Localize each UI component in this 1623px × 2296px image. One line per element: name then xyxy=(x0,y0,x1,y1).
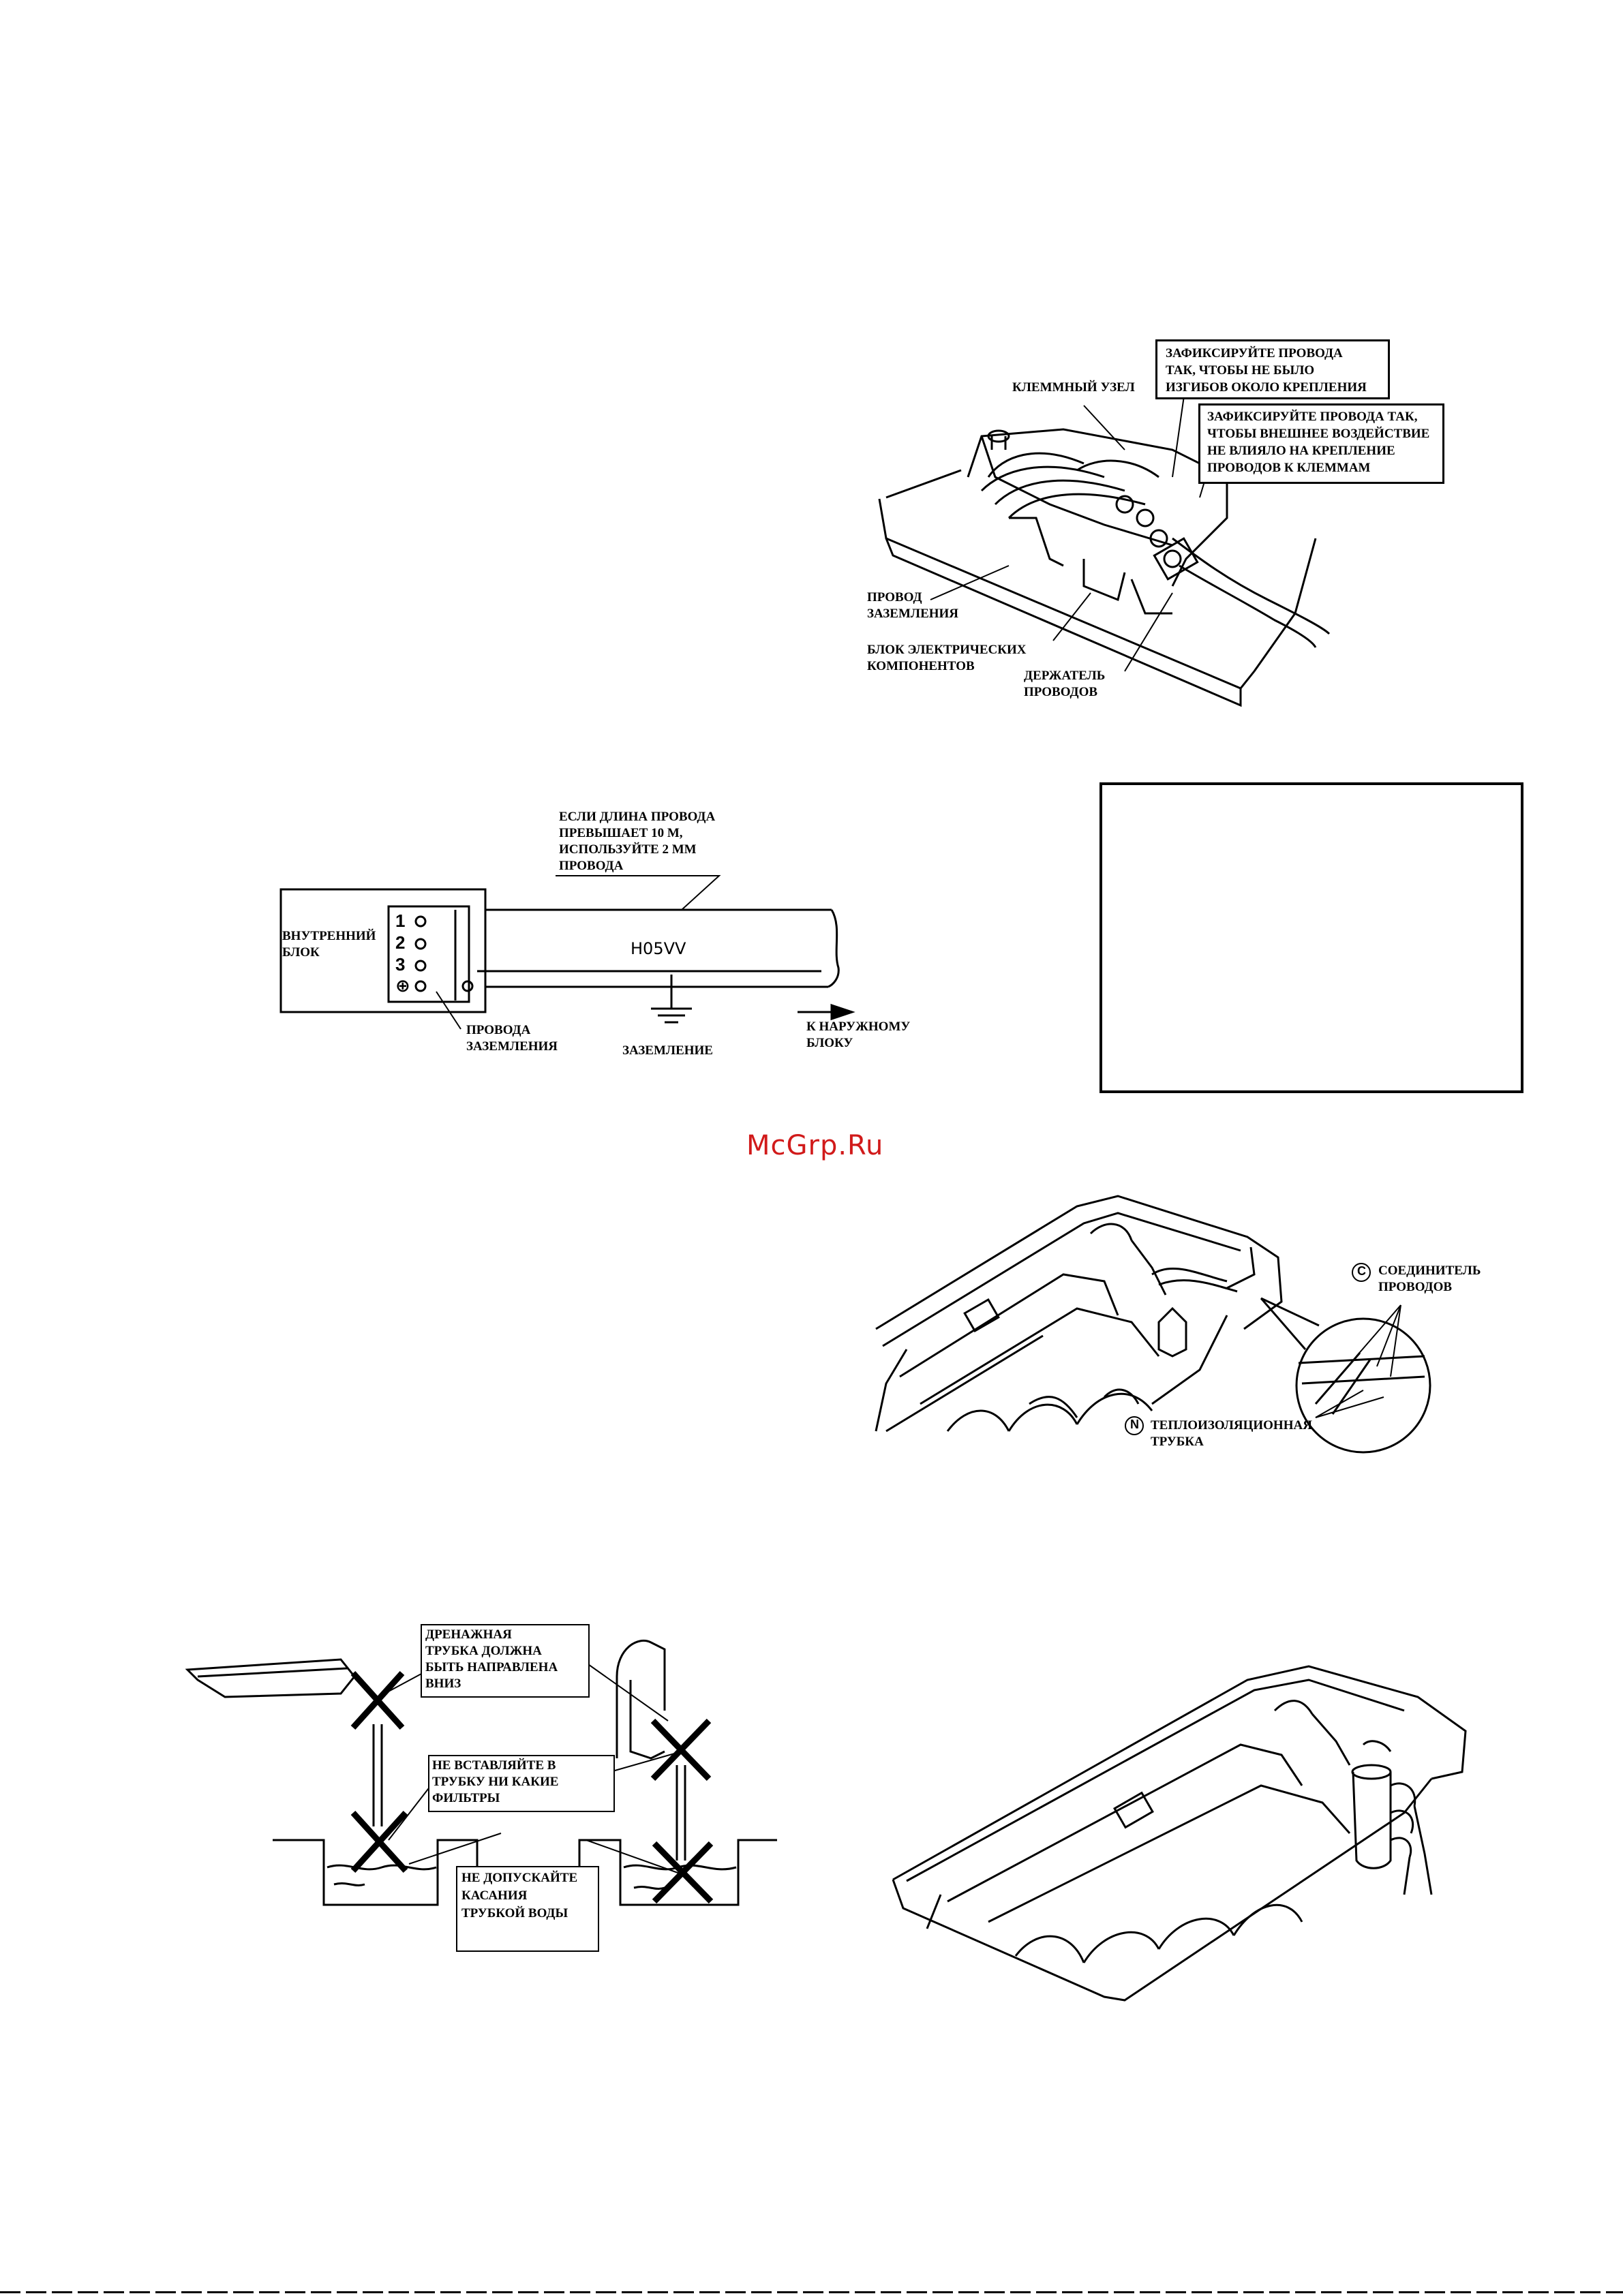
note-fix-bends: ЗАФИКСИРУЙТЕ ПРОВОДА ТАК, ЧТОБЫ НЕ БЫЛО … xyxy=(1166,346,1367,395)
label-electrical-block: БЛОК ЭЛЕКТРИЧЕСКИХ КОМПОНЕНТОВ xyxy=(867,643,1027,673)
note-box-no-water: НЕ ДОПУСКАЙТЕ КАСАНИЯ ТРУБКОЙ ВОДЫ xyxy=(456,1866,599,1952)
label-to-outdoor-unit: К НАРУЖНОМУ БЛОКУ xyxy=(806,1020,911,1050)
cable-type: H05VV xyxy=(631,939,686,958)
label-wire-connector: СОЕДИНИТЕЛЬ ПРОВОДОВ xyxy=(1378,1264,1481,1294)
label-ground-wires: ПРОВОДА ЗАЗЕМЛЕНИЯ xyxy=(466,1023,558,1054)
note-box-fix-bends: ЗАФИКСИРУЙТЕ ПРОВОДА ТАК, ЧТОБЫ НЕ БЫЛО … xyxy=(1155,339,1390,399)
note-box-drain-downward: ДРЕНАЖНАЯ ТРУБКА ДОЛЖНА БЫТЬ НАПРАВЛЕНА … xyxy=(421,1624,590,1698)
label-indoor-unit: ВНУТРЕННИЙ БЛОК xyxy=(282,929,376,960)
label-wire-holder: ДЕРЖАТЕЛЬ ПРОВОДОВ xyxy=(1024,669,1106,699)
note-drain-downward: ДРЕНАЖНАЯ ТРУБКА ДОЛЖНА БЫТЬ НАПРАВЛЕНА … xyxy=(425,1627,558,1691)
note-no-water: НЕ ДОПУСКАЙТЕ КАСАНИЯ ТРУБКОЙ ВОДЫ xyxy=(461,1871,578,1920)
label-ground-wire: ПРОВОД ЗАЗЕМЛЕНИЯ xyxy=(867,590,959,621)
marker-n: N xyxy=(1130,1418,1139,1431)
note-wire-length: ЕСЛИ ДЛИНА ПРОВОДА ПРЕВЫШАЕТ 10 М, ИСПОЛ… xyxy=(559,810,716,873)
page-bottom-rule xyxy=(0,2291,1623,2293)
terminal-2: 2 xyxy=(395,932,406,953)
note-box-fix-external: ЗАФИКСИРУЙТЕ ПРОВОДА ТАК, ЧТОБЫ ВНЕШНЕЕ … xyxy=(1198,403,1444,484)
note-fix-external: ЗАФИКСИРУЙТЕ ПРОВОДА ТАК, ЧТОБЫ ВНЕШНЕЕ … xyxy=(1207,410,1430,475)
note-no-filters: НЕ ВСТАВЛЯЙТЕ В ТРУБКУ НИ КАКИЕ ФИЛЬТРЫ xyxy=(432,1758,559,1805)
terminal-1: 1 xyxy=(395,910,406,931)
terminal-ground: ⊕ xyxy=(395,976,410,996)
terminal-numbers: 1 2 3 ⊕ xyxy=(395,910,420,997)
note-box-no-filters: НЕ ВСТАВЛЯЙТЕ В ТРУБКУ НИ КАКИЕ ФИЛЬТРЫ xyxy=(428,1755,615,1812)
label-insulation-tube: ТЕПЛОИЗОЛЯЦИОННАЯ ТРУБКА xyxy=(1151,1418,1312,1449)
label-terminal-block: КЛЕММНЫЙ УЗЕЛ xyxy=(1012,380,1135,395)
watermark: McGrp.Ru xyxy=(746,1130,884,1161)
marker-c: C xyxy=(1357,1264,1366,1278)
label-grounding: ЗАЗЕМЛЕНИЕ xyxy=(622,1043,713,1058)
terminal-3: 3 xyxy=(395,954,406,975)
empty-frame-box xyxy=(1099,782,1523,1093)
